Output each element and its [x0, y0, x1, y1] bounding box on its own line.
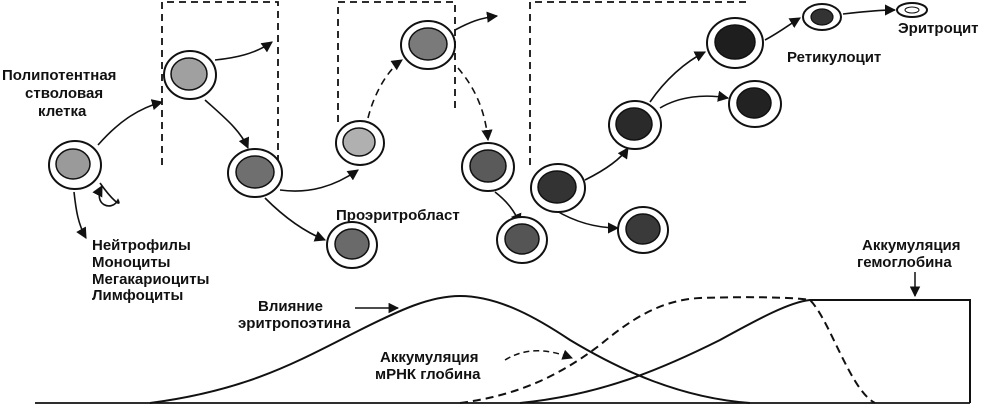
label-monocytes: Моноциты [92, 254, 170, 271]
curve-epo [149, 294, 751, 404]
annotation-arrows [355, 272, 921, 314]
erythroblast-cell [530, 163, 586, 213]
label-lymphocytes: Лимфоциты [92, 287, 183, 304]
arrow-mrna-label [504, 349, 573, 361]
label-hemoglobin-1: Аккумуляция [862, 237, 961, 254]
arrow-bfu-to-cfu [279, 169, 359, 192]
label-reticulocyte: Ретикулоцит [787, 49, 881, 66]
progenitor-cell [163, 50, 217, 100]
stage-box-2 [337, 1, 456, 122]
label-stem-cell-3: клетка [38, 103, 87, 120]
label-stem-cell-1: Полипотентная [2, 67, 116, 84]
arrow-stem-to-lineages [73, 191, 87, 239]
stage-box-1 [161, 1, 279, 165]
expression-curves [35, 294, 971, 404]
label-neutrophils: Нейтрофилы [92, 237, 191, 254]
cells [48, 2, 928, 269]
label-proerythroblast: Проэритробласт [336, 207, 460, 224]
stem-cell [48, 140, 102, 190]
branch-cell-right-upper [728, 80, 782, 128]
curve-hemoglobin [519, 299, 971, 404]
label-megakaryocytes: Мегакариоциты [92, 271, 209, 288]
arrow-reticulocyte-to-erythrocyte [842, 4, 897, 16]
arrow-cfu-to-top-dashed [367, 59, 403, 119]
dashed-arrows [367, 59, 493, 142]
arrow-ortho-to-reticulocyte [764, 17, 801, 41]
arrow-top-exit [454, 11, 499, 31]
label-erythrocyte: Эритроцит [898, 20, 979, 37]
arrow-baso-to-poly [584, 147, 629, 181]
label-stem-cell-2: стволовая [25, 85, 103, 102]
arrow-poly-to-ortho [649, 51, 707, 103]
curve-mrna [459, 296, 876, 404]
label-epo-2: эритропоэтина [238, 315, 351, 332]
polychromatic-cell [608, 100, 662, 150]
branch-cell-lower [326, 221, 378, 269]
label-mrna-1: Аккумуляция [380, 349, 479, 366]
arrow-poly-to-branch [659, 90, 730, 109]
label-epo-1: Влияние [258, 298, 323, 315]
branch-cell-right-lower [617, 206, 669, 254]
cfu-cell [335, 120, 385, 166]
arrow-progenitor-to-bfu [204, 99, 250, 150]
orthochromatic-cell [706, 17, 764, 69]
arrow-stem-to-progenitor [97, 99, 164, 146]
erythrocyte-cell [896, 2, 928, 18]
stage-box-3 [529, 1, 750, 165]
arrow-baso-to-branch [554, 209, 620, 234]
proerythroblast-cell [461, 142, 515, 192]
arrow-top-to-pro-dashed [457, 67, 493, 142]
arrow-progenitor-exit [214, 41, 273, 61]
cell-labels: Полипотентная стволовая клетка Нейтрофил… [2, 20, 979, 383]
stage-boxes [161, 1, 750, 165]
arrow-stem-self-renewal [92, 182, 120, 207]
arrow-bfu-to-branch [264, 197, 327, 242]
basophilic-cell [496, 216, 548, 264]
bfu-cell [227, 148, 283, 198]
reticulocyte-cell [802, 3, 842, 31]
top-precursor-cell [400, 20, 456, 70]
label-hemoglobin-2: гемоглобина [857, 254, 952, 271]
lineage-arrows [73, 4, 897, 242]
label-mrna-2: мРНК глобина [375, 366, 481, 383]
